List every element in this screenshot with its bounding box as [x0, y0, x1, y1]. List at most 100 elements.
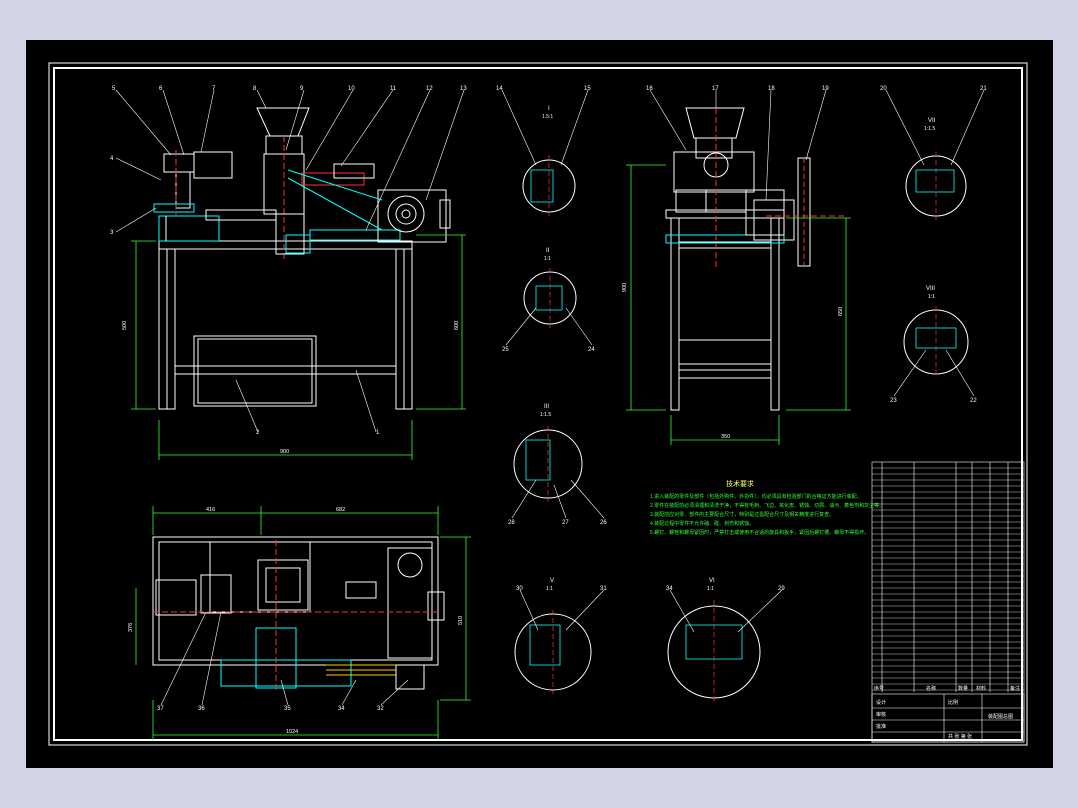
- svg-text:VIII: VIII: [926, 286, 935, 292]
- svg-text:8: 8: [253, 86, 257, 92]
- svg-text:36: 36: [198, 706, 205, 712]
- detail-internals: [525, 169, 957, 666]
- svg-text:共 张 第 张: 共 张 第 张: [948, 733, 972, 740]
- svg-text:1:1: 1:1: [707, 586, 714, 592]
- dim-plan-right: 682: [336, 507, 345, 513]
- svg-text:1: 1: [376, 430, 380, 436]
- svg-text:4.装配过程中零件不允许磕、碰、划伤和锈蚀。: 4.装配过程中零件不允许磕、碰、划伤和锈蚀。: [650, 520, 754, 527]
- outer-frame: [48, 62, 1028, 746]
- svg-text:6: 6: [159, 86, 163, 92]
- svg-text:I: I: [548, 106, 550, 112]
- front-leaders: [115, 89, 465, 433]
- svg-text:20: 20: [880, 86, 887, 92]
- svg-text:比例: 比例: [948, 699, 958, 706]
- svg-text:9: 9: [300, 86, 304, 92]
- svg-text:7: 7: [212, 86, 216, 92]
- front-view: [153, 107, 451, 410]
- detail-circles: [513, 155, 969, 699]
- svg-text:III: III: [544, 404, 549, 410]
- plan-leaders: [160, 611, 409, 706]
- svg-text:数量: 数量: [958, 685, 968, 692]
- dim-plan-depth: 510: [458, 616, 464, 625]
- parts-list-header: 序号 名称 数量 材料 备注: [874, 685, 1020, 692]
- plan-balloons: 37 36 35 34 32: [157, 706, 384, 712]
- svg-text:26: 26: [600, 520, 607, 526]
- front-balloons: 5 6 7 8 9 10 11 12 13 4 3 2 1: [110, 86, 467, 436]
- svg-text:35: 35: [284, 706, 291, 712]
- detail-leaders: [501, 89, 985, 633]
- side-dimensions: [626, 164, 851, 445]
- dim-side-height-right: 650: [838, 307, 844, 316]
- svg-text:1:1: 1:1: [546, 586, 553, 592]
- svg-text:装配图总图: 装配图总图: [988, 713, 1013, 720]
- svg-text:10: 10: [348, 86, 355, 92]
- svg-text:13: 13: [460, 86, 467, 92]
- svg-text:34: 34: [666, 586, 673, 592]
- dim-front-height: 500: [122, 321, 128, 330]
- dim-side-width: 350: [721, 434, 730, 440]
- inner-frame: [53, 67, 1023, 741]
- svg-text:技术要求: 技术要求: [726, 479, 754, 488]
- svg-text:30: 30: [516, 586, 523, 592]
- svg-text:材料: 材料: [976, 685, 986, 692]
- svg-text:2.零件在装配前必须清理和清洗干净，不得有毛刺、飞边、氧化皮: 2.零件在装配前必须清理和清洗干净，不得有毛刺、飞边、氧化皮、锈蚀、切屑、油污、…: [650, 502, 884, 509]
- svg-text:18: 18: [768, 86, 775, 92]
- svg-text:23: 23: [890, 398, 897, 404]
- svg-text:28: 28: [508, 520, 515, 526]
- svg-text:VII: VII: [928, 118, 936, 124]
- parts-list-rows: [872, 467, 1024, 691]
- side-leaders: [649, 89, 827, 201]
- svg-text:31: 31: [600, 586, 607, 592]
- svg-text:设计: 设计: [876, 699, 886, 706]
- svg-text:4: 4: [110, 156, 114, 162]
- svg-text:19: 19: [822, 86, 829, 92]
- dim-front-width: 900: [280, 449, 289, 455]
- svg-text:25: 25: [502, 347, 509, 353]
- svg-text:32: 32: [377, 706, 384, 712]
- svg-text:34: 34: [338, 706, 345, 712]
- svg-text:14: 14: [496, 86, 503, 92]
- svg-text:15: 15: [584, 86, 591, 92]
- svg-text:3: 3: [110, 230, 114, 236]
- title-block-text: 装配图总图 设计 审核 批准 比例 共 张 第 张: [876, 699, 1013, 740]
- dim-plan-side: 376: [128, 623, 134, 632]
- detail-titles: I 1.5:1 II 1:1 III 1:1.5 V 1:1 VI 1:1 VI…: [540, 106, 936, 592]
- svg-text:22: 22: [970, 398, 977, 404]
- svg-text:V: V: [550, 578, 554, 584]
- svg-text:序号: 序号: [874, 685, 884, 692]
- svg-text:24: 24: [588, 347, 595, 353]
- dim-side-height: 900: [622, 283, 628, 292]
- svg-text:3.装配前应对零、部件的主要配合尺寸，特别是过盈配合尺寸及相: 3.装配前应对零、部件的主要配合尺寸，特别是过盈配合尺寸及相关精度进行复查。: [650, 511, 834, 518]
- svg-text:12: 12: [426, 86, 433, 92]
- side-balloons: 16 17 18 19: [646, 86, 829, 92]
- svg-text:批准: 批准: [876, 723, 886, 730]
- svg-text:11: 11: [390, 86, 397, 92]
- svg-text:备注: 备注: [1010, 685, 1020, 692]
- svg-text:1.5:1: 1.5:1: [542, 114, 553, 120]
- dim-plan-left: 416: [206, 507, 215, 513]
- svg-text:29: 29: [778, 586, 785, 592]
- svg-text:5: 5: [112, 86, 116, 92]
- plan-dimensions: [135, 506, 471, 740]
- svg-text:1:1: 1:1: [544, 256, 551, 262]
- svg-text:37: 37: [157, 706, 164, 712]
- svg-text:2: 2: [256, 430, 260, 436]
- svg-text:名称: 名称: [926, 685, 936, 692]
- cad-drawing-canvas: 900 500 600 5 6 7 8 9 10 11 12 13 4 3 2 …: [26, 40, 1053, 768]
- plan-view: [152, 536, 445, 690]
- detail-balloons: 14 15 20 21 22 23 24 25 26 27 28 29 31 3…: [496, 86, 987, 592]
- front-dimensions: [131, 234, 466, 460]
- svg-text:II: II: [546, 248, 550, 254]
- svg-text:27: 27: [562, 520, 569, 526]
- side-view: [665, 107, 846, 411]
- title-block: [871, 693, 1025, 743]
- svg-text:1:1: 1:1: [928, 294, 935, 300]
- svg-text:16: 16: [646, 86, 653, 92]
- svg-text:VI: VI: [709, 578, 715, 584]
- svg-text:1.进入装配的零件及部件（包括外购件、外协件），均必须具有检: 1.进入装配的零件及部件（包括外购件、外协件），均必须具有检验部门的合格证方能进…: [650, 493, 862, 500]
- dim-front-height-right: 600: [454, 321, 460, 330]
- technical-requirements: 技术要求 1.进入装配的零件及部件（包括外购件、外协件），均必须具有检验部门的合…: [650, 479, 884, 536]
- svg-text:5.螺钉、螺栓和螺母紧固时，严禁打击或使用不合适的旋具和扳手: 5.螺钉、螺栓和螺母紧固时，严禁打击或使用不合适的旋具和扳手，紧固后螺钉槽、螺母…: [650, 529, 869, 536]
- svg-text:17: 17: [712, 86, 719, 92]
- dim-plan-total: 1024: [286, 729, 298, 735]
